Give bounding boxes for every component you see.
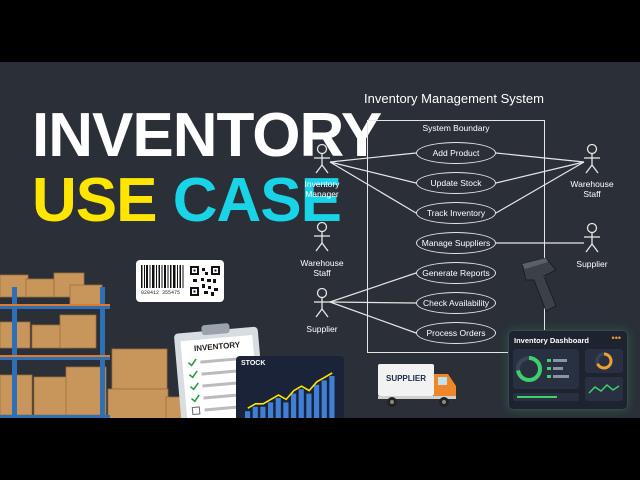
use-case-update-stock: Update Stock bbox=[416, 172, 496, 194]
stock-bar bbox=[321, 380, 327, 418]
stock-bar bbox=[260, 406, 266, 418]
use-case-add-product: Add Product bbox=[416, 142, 496, 164]
barcode-icon bbox=[141, 265, 184, 288]
actor-supplier-left: Supplier bbox=[306, 324, 338, 334]
checklist-icon bbox=[187, 356, 247, 416]
barcode-card: 020412 355475 bbox=[136, 260, 224, 302]
headline-line2: USE CASE bbox=[32, 170, 342, 232]
dashboard-title: Inventory Dashboard bbox=[514, 336, 590, 345]
supplier-truck-box: SUPPLIER bbox=[378, 364, 434, 396]
actor-icon-supplier-right bbox=[584, 222, 600, 253]
qr-code-icon bbox=[190, 266, 220, 296]
stock-bar bbox=[245, 411, 251, 418]
actor-icon-inventory-manager bbox=[314, 143, 330, 174]
use-case-generate-reports: Generate Reports bbox=[416, 262, 496, 284]
thumbnail-frame: INVENTORY USE CASE bbox=[0, 62, 640, 418]
stock-chart-card: STOCK bbox=[236, 356, 344, 418]
headline-use: USE bbox=[32, 166, 157, 235]
boundary-label: System Boundary bbox=[422, 123, 490, 133]
use-case-diagram: Inventory Management System System Bound… bbox=[0, 62, 640, 418]
stock-chart-title: STOCK bbox=[241, 360, 266, 367]
use-case-process-orders: Process Orders bbox=[416, 322, 496, 344]
stock-chart bbox=[245, 372, 335, 418]
warehouse-shelves-illustration bbox=[0, 272, 197, 418]
stock-bar bbox=[283, 402, 289, 418]
use-case-manage-suppliers: Manage Suppliers bbox=[416, 232, 496, 254]
system-boundary: System Boundary bbox=[367, 120, 545, 353]
stock-bar bbox=[268, 402, 274, 418]
stock-bar bbox=[329, 376, 335, 418]
use-case-check-availability: Check Availability bbox=[416, 292, 496, 314]
diagram-connectors bbox=[314, 143, 600, 334]
truck-icon bbox=[378, 374, 456, 407]
headline-case: CASE bbox=[172, 166, 342, 235]
stock-bar bbox=[306, 393, 312, 418]
stock-bar bbox=[291, 393, 297, 418]
headline-line1: INVENTORY bbox=[32, 101, 382, 170]
clipboard: INVENTORY bbox=[173, 322, 267, 418]
truck-label: SUPPLIER bbox=[385, 374, 426, 383]
stock-bar bbox=[298, 389, 304, 418]
actor-icon-supplier-left bbox=[314, 287, 330, 318]
clipboard-paper: INVENTORY bbox=[180, 335, 260, 418]
system-title: Inventory Management System bbox=[364, 91, 544, 106]
actor-icon-warehouse-staff-right bbox=[584, 143, 600, 174]
stock-trend-line bbox=[247, 372, 333, 409]
use-case-track-inventory: Track Inventory bbox=[416, 202, 496, 224]
stock-bar bbox=[314, 384, 320, 418]
actor-icon-warehouse-staff-left bbox=[314, 221, 330, 252]
barcode-number: 020412 355475 bbox=[141, 290, 181, 296]
stock-bar bbox=[275, 398, 281, 418]
stock-bar bbox=[252, 406, 258, 418]
inventory-dashboard: Inventory Dashboard ••• bbox=[508, 330, 628, 410]
dashboard-widgets bbox=[513, 349, 623, 401]
dashboard-menu-icon: ••• bbox=[611, 333, 621, 343]
clipboard-clip bbox=[201, 322, 230, 336]
barcode-scanner-icon bbox=[521, 257, 557, 312]
actor-supplier-right: Supplier bbox=[576, 259, 608, 269]
